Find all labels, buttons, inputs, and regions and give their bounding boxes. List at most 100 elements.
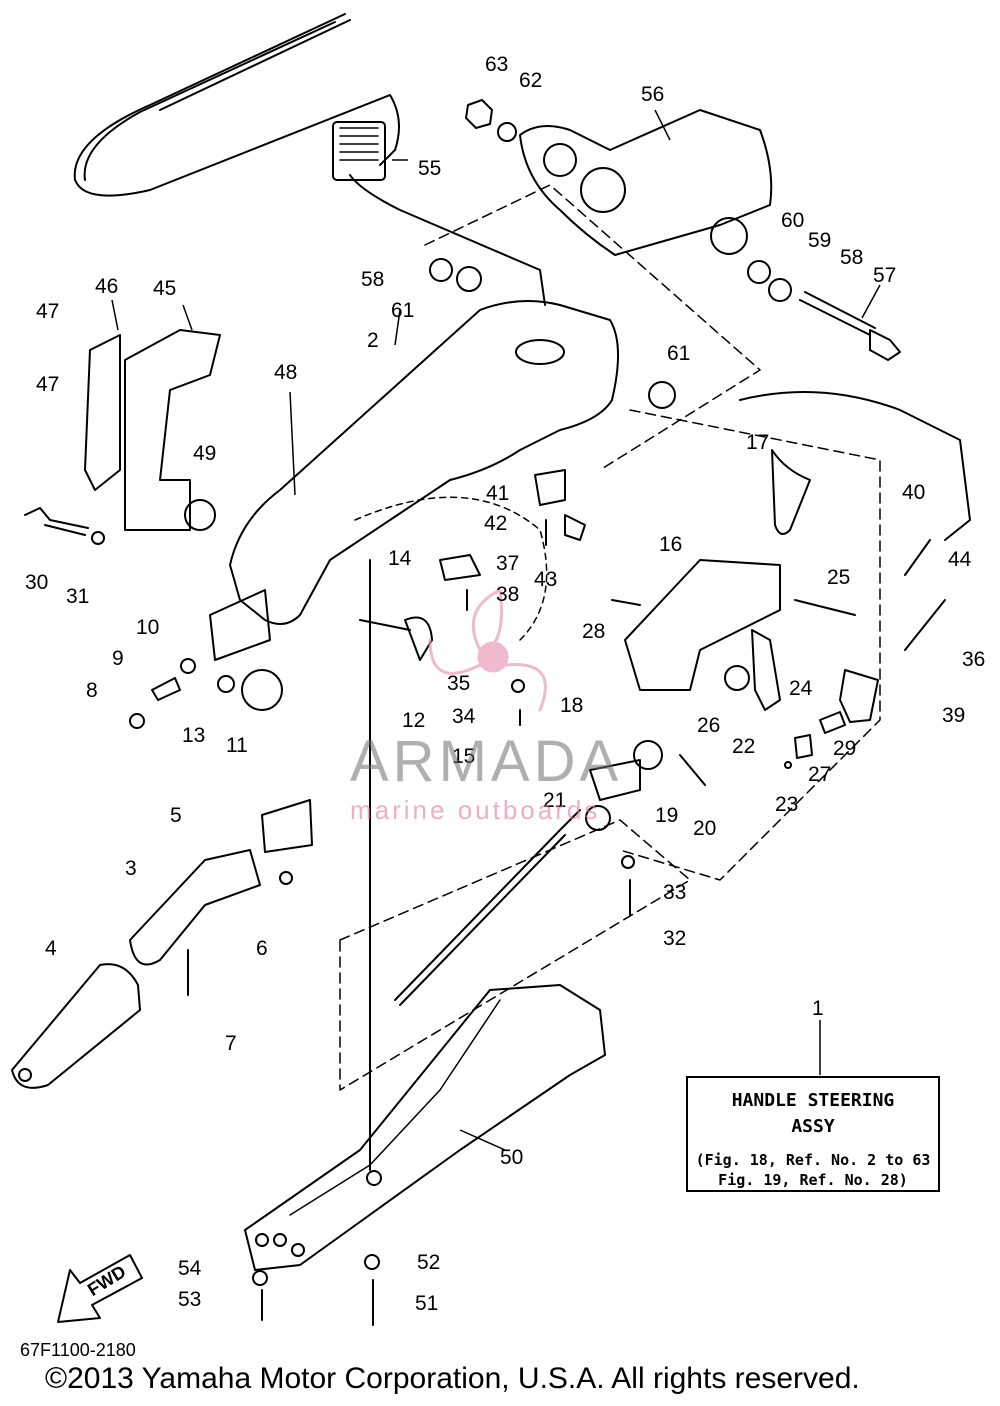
cable-15 <box>394 809 581 1001</box>
pin-20 <box>679 754 706 786</box>
callout-5: 5 <box>170 804 182 827</box>
callout-47: 47 <box>36 300 60 323</box>
bushing-26 <box>724 665 750 691</box>
callout-32: 32 <box>663 927 687 950</box>
callout-49: 49 <box>193 442 217 465</box>
callout-4: 4 <box>45 937 57 960</box>
bracket-16 <box>624 559 781 691</box>
bolt-57 <box>799 291 901 361</box>
callout-6: 6 <box>256 937 268 960</box>
callout-41: 41 <box>486 482 510 505</box>
clamp-37 <box>439 554 481 581</box>
callout-47b: 47 <box>36 373 60 396</box>
callout-18: 18 <box>560 694 584 717</box>
assembly-title: HANDLE STEERING ASSY <box>731 1090 895 1137</box>
callout-61: 61 <box>391 299 415 322</box>
callout-54: 54 <box>178 1257 202 1280</box>
callout-13: 13 <box>182 724 206 747</box>
callout-55: 55 <box>418 157 442 180</box>
bolt-12 <box>359 616 433 661</box>
callout-46: 46 <box>95 275 119 298</box>
callout-36: 36 <box>962 648 986 671</box>
callout-28: 28 <box>582 620 606 643</box>
washer-58b <box>429 258 453 282</box>
bolt-30 <box>24 507 89 536</box>
shaft-11-area <box>209 589 271 661</box>
callout-44: 44 <box>948 548 972 571</box>
callout-3: 3 <box>125 857 137 880</box>
screw-6 <box>279 871 293 885</box>
bracket-45 <box>124 329 221 531</box>
part-code: 67F1100-2180 <box>20 1340 136 1360</box>
callout-10: 10 <box>136 616 160 639</box>
callout-19: 19 <box>655 804 679 827</box>
callout-37: 37 <box>496 552 520 575</box>
collar-61b <box>648 381 676 409</box>
callout-56: 56 <box>641 83 665 106</box>
callout-2: 2 <box>367 329 379 352</box>
callout-45: 45 <box>153 277 177 300</box>
block-24 <box>839 669 879 723</box>
callout-14: 14 <box>388 547 412 570</box>
cover-5 <box>261 799 313 853</box>
washer-8 <box>129 713 145 729</box>
callout-24: 24 <box>789 677 813 700</box>
clip-27 <box>794 734 813 759</box>
lever-17 <box>771 449 811 535</box>
callout-31: 31 <box>66 585 90 608</box>
callout-63: 63 <box>485 53 509 76</box>
callout-15: 15 <box>452 745 476 768</box>
spring-29 <box>819 711 846 734</box>
steering-bracket-2 <box>229 300 619 625</box>
cable-loop <box>73 13 400 197</box>
callout-50: 50 <box>500 1146 524 1169</box>
callout-26: 26 <box>697 714 721 737</box>
callout-23: 23 <box>775 793 799 816</box>
callout-7: 7 <box>225 1032 237 1055</box>
assembly-note: (Fig. 18, Ref. No. 2 to 63 Fig. 19, Ref.… <box>695 1151 931 1189</box>
callout-29: 29 <box>833 737 857 760</box>
washer-58 <box>768 278 792 302</box>
callout-17: 17 <box>746 431 770 454</box>
callout-8: 8 <box>86 679 98 702</box>
callout-42: 42 <box>484 512 508 535</box>
bushing-10 <box>180 658 196 674</box>
callout-62: 62 <box>519 69 543 92</box>
spring-9 <box>151 677 181 701</box>
bracket-56 <box>519 109 773 256</box>
callout-61b: 61 <box>667 342 691 365</box>
callout-58b: 58 <box>361 268 385 291</box>
callout-22: 22 <box>732 735 756 758</box>
lever-22 <box>751 629 781 711</box>
callout-58: 58 <box>840 246 864 269</box>
nut-63 <box>465 99 493 129</box>
callout-39: 39 <box>942 704 966 727</box>
callout-48: 48 <box>274 361 298 384</box>
plate-46 <box>84 334 121 491</box>
cover-50 <box>244 984 606 1271</box>
watermark-brand: ARMADA <box>350 729 623 794</box>
watermark-tagline: marine outboards <box>350 795 601 825</box>
nut-13 <box>217 675 235 693</box>
callout-59: 59 <box>808 229 832 252</box>
gear-19 <box>633 740 663 770</box>
callout-1: 1 <box>812 997 824 1020</box>
callout-16: 16 <box>659 533 683 556</box>
callout-53: 53 <box>178 1288 202 1311</box>
callout-33: 33 <box>663 881 687 904</box>
grip-3 <box>129 849 261 966</box>
assembly-info-box: HANDLE STEERING ASSY (Fig. 18, Ref. No. … <box>686 1076 940 1192</box>
callout-51: 51 <box>415 1292 439 1315</box>
pin-25 <box>794 599 856 616</box>
callout-30: 30 <box>25 571 49 594</box>
callout-38: 38 <box>496 583 520 606</box>
callout-27: 27 <box>808 763 832 786</box>
cable-40 <box>739 391 971 541</box>
arm-18 <box>589 759 641 801</box>
callout-35: 35 <box>447 672 471 695</box>
washer-62 <box>497 122 517 142</box>
washer-59 <box>747 260 771 284</box>
grip-4 <box>11 963 141 1089</box>
connector-55 <box>332 121 386 181</box>
callout-57: 57 <box>873 264 897 287</box>
